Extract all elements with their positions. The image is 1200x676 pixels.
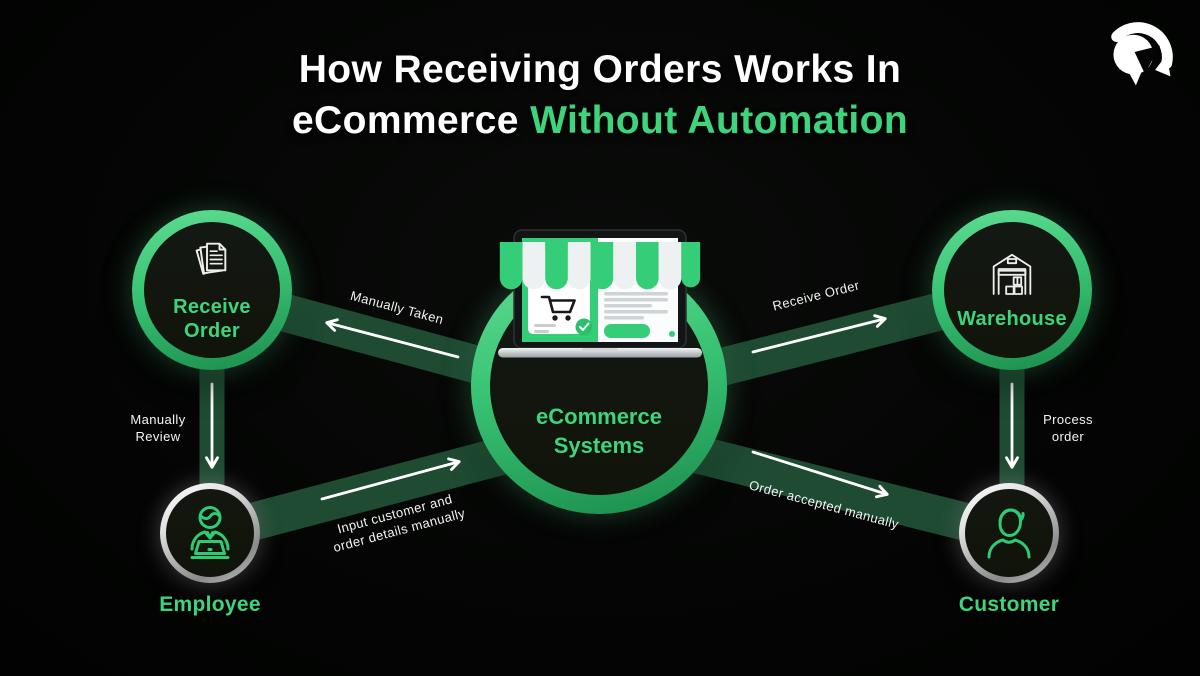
customer-label: Customer <box>958 593 1060 616</box>
title-line-2-green: Without Automation <box>530 99 909 143</box>
node-employee <box>160 483 260 583</box>
arrow-center-to-customer <box>751 450 889 499</box>
employee-label: Employee <box>159 593 261 616</box>
documents-icon <box>195 242 227 275</box>
trojan-helmet-logo <box>1111 22 1173 86</box>
flow-label-manually-review: Manually Review <box>130 412 186 445</box>
receive-order-label: Receive Order <box>173 295 251 342</box>
node-warehouse: Warehouse <box>932 210 1092 370</box>
band-center-to-warehouse <box>595 274 1017 417</box>
person-icon <box>987 508 1031 559</box>
person-at-laptop-icon <box>190 506 230 559</box>
node-ecommerce-systems: eCommerce Systems <box>471 258 727 514</box>
arrow-center-to-warehouse <box>751 314 887 354</box>
title-line-1: How Receiving Orders Works In <box>298 48 902 91</box>
warehouse-icon <box>992 253 1032 295</box>
cta-button-shape <box>604 324 650 338</box>
awning-icon <box>499 242 701 290</box>
page-title: How Receiving Orders Works In eCommerce … <box>0 44 1200 147</box>
title-line-2-white: eCommerce <box>291 99 519 143</box>
flow-label-process-order: Process order <box>1043 412 1093 445</box>
arrow-center-to-receive-order <box>325 318 460 359</box>
title-line-2: eCommerce Without Automation <box>0 95 1200 146</box>
node-receive-order: Receive Order <box>132 210 292 370</box>
ecommerce-systems-label: eCommerce Systems <box>536 404 662 458</box>
warehouse-label: Warehouse <box>957 307 1067 330</box>
check-badge-icon <box>575 318 593 336</box>
cart-icon <box>540 295 576 314</box>
storefront-laptop-illustration <box>498 229 702 358</box>
node-customer <box>959 483 1059 583</box>
arrow-employee-to-center <box>320 457 461 501</box>
